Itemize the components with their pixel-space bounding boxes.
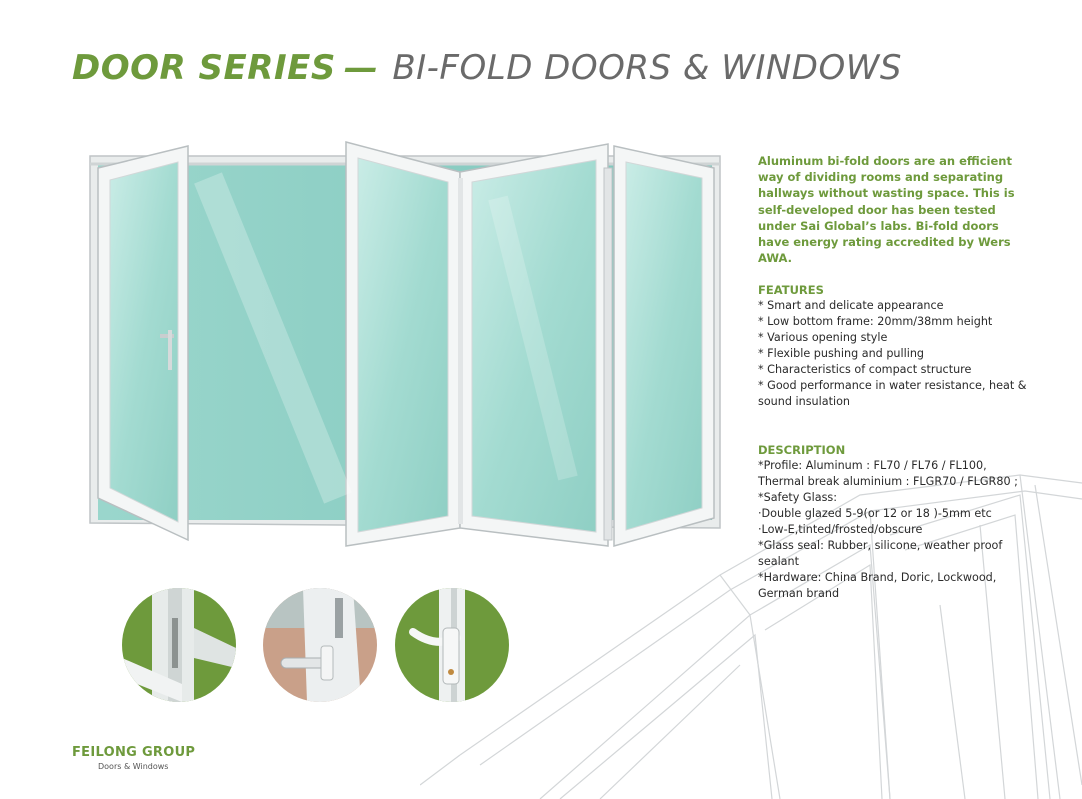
feature-item: * Characteristics of compact structure	[758, 363, 972, 376]
description-item: *Profile: Aluminum : FL70 / FL76 / FL100…	[758, 459, 1018, 488]
title-dash: —	[343, 48, 379, 88]
door-sketch-illustration	[420, 474, 1082, 799]
feature-item: * Smart and delicate appearance	[758, 299, 944, 312]
brand-tagline: Doors & Windows	[98, 762, 169, 771]
title-door-series: DOOR SERIES	[72, 48, 336, 88]
feature-item: * Low bottom frame: 20mm/38mm height	[758, 315, 993, 328]
detail-photo-frame-corner	[122, 588, 236, 702]
features-list: * Smart and delicate appearance * Low bo…	[758, 298, 1028, 410]
title-product-type: BI-FOLD DOORS & WINDOWS	[392, 48, 902, 88]
intro-paragraph: Aluminum bi-fold doors are an efficient …	[758, 154, 1015, 266]
description-list: *Profile: Aluminum : FL70 / FL76 / FL100…	[758, 458, 1028, 602]
bifold-door-product-image	[89, 141, 721, 547]
feature-item: * Various opening style	[758, 331, 888, 344]
description-item: *Safety Glass:	[758, 491, 837, 504]
description-item: *Hardware: China Brand, Doric, Lockwood,…	[758, 571, 997, 600]
description-heading: DESCRIPTION	[758, 443, 846, 457]
description-item: ·Low-E,tinted/frosted/obscure	[758, 523, 923, 536]
feature-item: * Flexible pushing and pulling	[758, 347, 925, 360]
feature-item: * Good performance in water resistance, …	[758, 379, 1027, 408]
description-item: *Glass seal: Rubber, silicone, weather p…	[758, 539, 1003, 568]
features-heading: FEATURES	[758, 283, 824, 297]
description-item: ·Double glazed 5-9(or 12 or 18 )-5mm etc	[758, 507, 992, 520]
brand-logo: FEILONG GROUP	[72, 745, 196, 760]
detail-photo-lever-handle	[395, 588, 509, 702]
detail-photo-hinge-handle	[263, 588, 377, 702]
page-title: DOOR SERIES— BI-FOLD DOORS & WINDOWS	[72, 48, 902, 88]
